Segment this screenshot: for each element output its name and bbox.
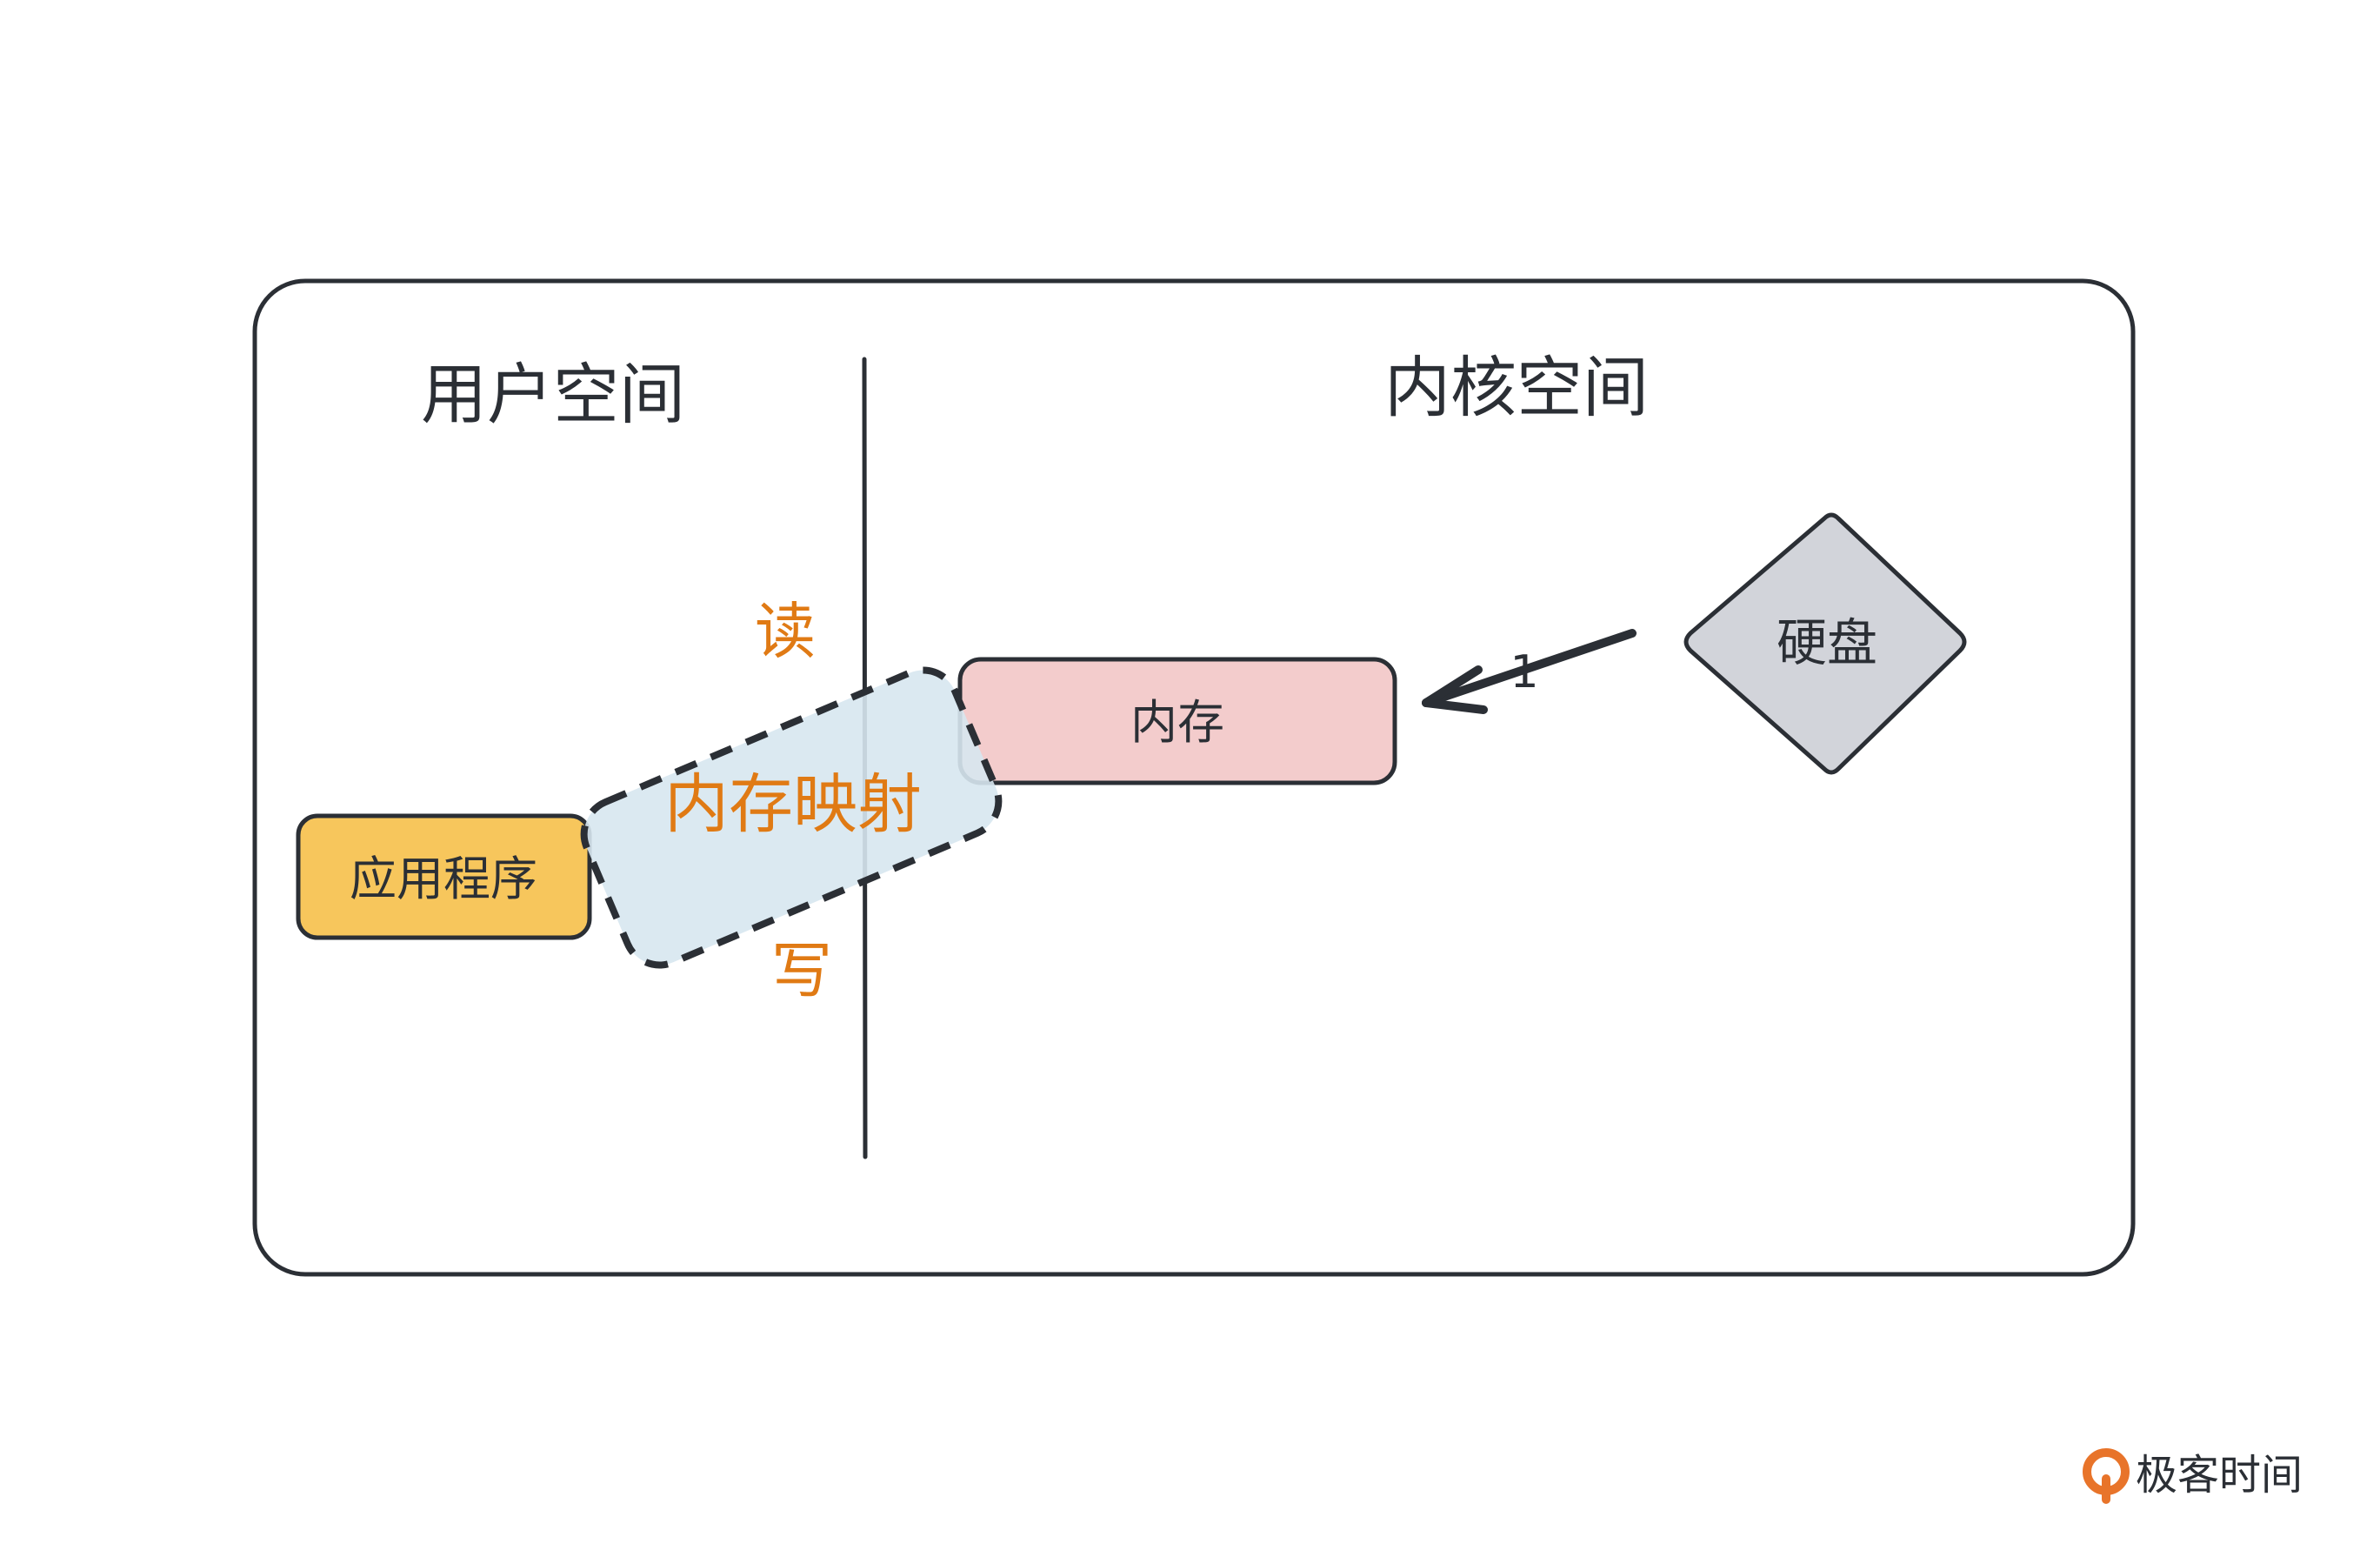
write-label: 写: [771, 935, 832, 1006]
app-box[interactable]: [296, 813, 592, 940]
disk-diamond[interactable]: [1683, 512, 1967, 775]
disk-label: 硬盘: [1777, 613, 1877, 672]
mmap-box[interactable]: [573, 659, 1010, 976]
mmap-label: 内存映射: [664, 767, 922, 842]
mmap-region[interactable]: [573, 659, 1010, 976]
arrow-step-label: 1: [1510, 646, 1538, 698]
brand-logo: 极客时间: [2083, 1448, 2303, 1504]
memory-label: 内存: [1130, 695, 1224, 750]
disk-to-memory-arrow: [1422, 629, 1637, 714]
user-space-title: 用户空间: [421, 356, 685, 433]
kernel-space-title: 内核空间: [1384, 349, 1649, 426]
read-label: 读: [755, 596, 816, 667]
brand-name: 极客时间: [2136, 1451, 2303, 1500]
app-label: 应用程序: [350, 852, 537, 906]
